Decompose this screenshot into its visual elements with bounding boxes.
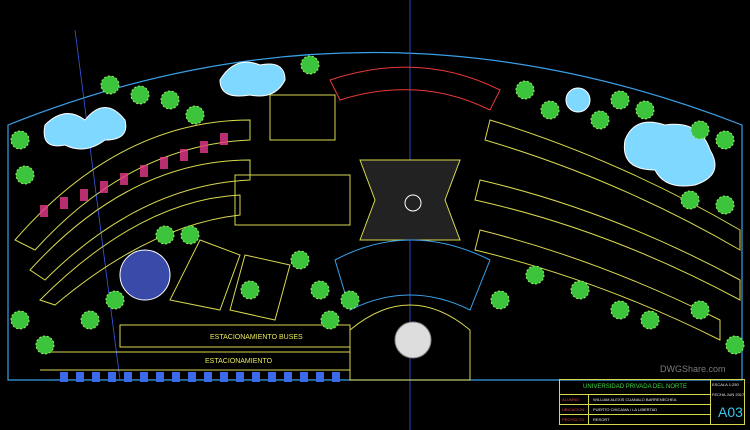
tree-symbol	[640, 310, 660, 330]
room-unit	[220, 133, 228, 145]
room-unit	[180, 149, 188, 161]
tree-symbol	[35, 335, 55, 355]
room-unit	[40, 205, 48, 217]
tree-symbol	[490, 290, 510, 310]
axis-line	[74, 29, 121, 381]
tree-symbol	[10, 130, 30, 150]
date: FECHA JUN 2017	[712, 392, 744, 398]
parking-stall	[140, 372, 148, 382]
tree-symbol	[590, 110, 610, 130]
tree-symbol	[725, 335, 745, 355]
tree-symbol	[570, 280, 590, 300]
left-room-wing	[14, 119, 251, 306]
date-value: JUN 2017	[726, 392, 745, 397]
right-room-wing	[474, 119, 741, 341]
tree-symbol	[320, 310, 340, 330]
parking-stall	[236, 372, 244, 382]
tree-symbol	[130, 85, 150, 105]
row-value: RESORT	[593, 417, 610, 422]
tree-symbol	[540, 100, 560, 120]
tree-symbol	[690, 120, 710, 140]
tree-symbol	[100, 75, 120, 95]
tree-symbol	[610, 300, 630, 320]
tree-symbol	[80, 310, 100, 330]
parking-stall	[188, 372, 196, 382]
room-unit	[120, 173, 128, 185]
scale-label: ESCALA	[712, 382, 728, 387]
room-unit	[140, 165, 148, 177]
tree-symbol	[160, 90, 180, 110]
tree-symbol	[310, 280, 330, 300]
parking-stall	[76, 372, 84, 382]
room-unit	[160, 157, 168, 169]
date-label: FECHA	[712, 392, 726, 397]
tree-symbol	[525, 265, 545, 285]
watermark: DWGShare.com	[660, 364, 726, 374]
parking-stall	[60, 372, 68, 382]
left-rooms	[40, 133, 228, 217]
room-unit	[200, 141, 208, 153]
parking-stall	[284, 372, 292, 382]
scale-value: 1:250	[728, 382, 739, 387]
tree-symbol	[185, 105, 205, 125]
site-boundary	[7, 51, 743, 381]
tree-symbol	[10, 310, 30, 330]
tree-symbol	[155, 225, 175, 245]
parking-stall	[92, 372, 100, 382]
sheet-number: A03	[718, 404, 743, 420]
parking-stall	[252, 372, 260, 382]
pools	[43, 61, 716, 187]
parking-stall	[124, 372, 132, 382]
row-key: PROYECTO	[560, 415, 589, 424]
tree-symbol	[635, 100, 655, 120]
trees	[10, 55, 745, 355]
parking-stall	[300, 372, 308, 382]
row-project: PROYECTO RESORT	[560, 415, 711, 424]
parking-stall	[204, 372, 212, 382]
tree-symbol	[715, 195, 735, 215]
row-student: ALUMNO WILLIAM ALEXIS CUANALO BARRENECHEA	[560, 395, 711, 405]
tree-symbol	[15, 165, 35, 185]
row-value: WILLIAM ALEXIS CUANALO BARRENECHEA	[593, 397, 677, 402]
central-building	[234, 66, 501, 381]
tree-symbol	[680, 190, 700, 210]
tree-symbol	[300, 55, 320, 75]
parking-stall	[172, 372, 180, 382]
tree-symbol	[715, 130, 735, 150]
sport-courts	[119, 239, 291, 321]
tree-symbol	[515, 80, 535, 100]
scale: ESCALA 1:250	[712, 382, 744, 388]
title-block: UNIVERSIDAD PRIVADA DEL NORTE ALUMNO WILL…	[559, 379, 745, 425]
tree-symbol	[340, 290, 360, 310]
parking-stall	[316, 372, 324, 382]
parking-stall	[332, 372, 340, 382]
tree-symbol	[690, 300, 710, 320]
parking-stall	[108, 372, 116, 382]
tree-symbol	[240, 280, 260, 300]
parking-stall	[220, 372, 228, 382]
room-unit	[60, 197, 68, 209]
tree-symbol	[180, 225, 200, 245]
row-location: UBICACION PUERTO CHICAMA / LA LIBERTAD	[560, 405, 711, 415]
room-unit	[100, 181, 108, 193]
tree-symbol	[105, 290, 125, 310]
tree-symbol	[290, 250, 310, 270]
institution-name: UNIVERSIDAD PRIVADA DEL NORTE	[560, 380, 711, 395]
parking-stall	[268, 372, 276, 382]
label-parking-buses: ESTACIONAMIENTO BUSES	[210, 334, 303, 341]
row-value: PUERTO CHICAMA / LA LIBERTAD	[593, 407, 658, 412]
parking-area	[40, 324, 351, 371]
tree-symbol	[610, 90, 630, 110]
parking-stalls	[60, 372, 340, 382]
label-parking: ESTACIONAMIENTO	[205, 358, 273, 365]
row-key: UBICACION	[560, 405, 589, 414]
parking-stall	[156, 372, 164, 382]
room-unit	[80, 189, 88, 201]
row-key: ALUMNO	[560, 395, 589, 404]
